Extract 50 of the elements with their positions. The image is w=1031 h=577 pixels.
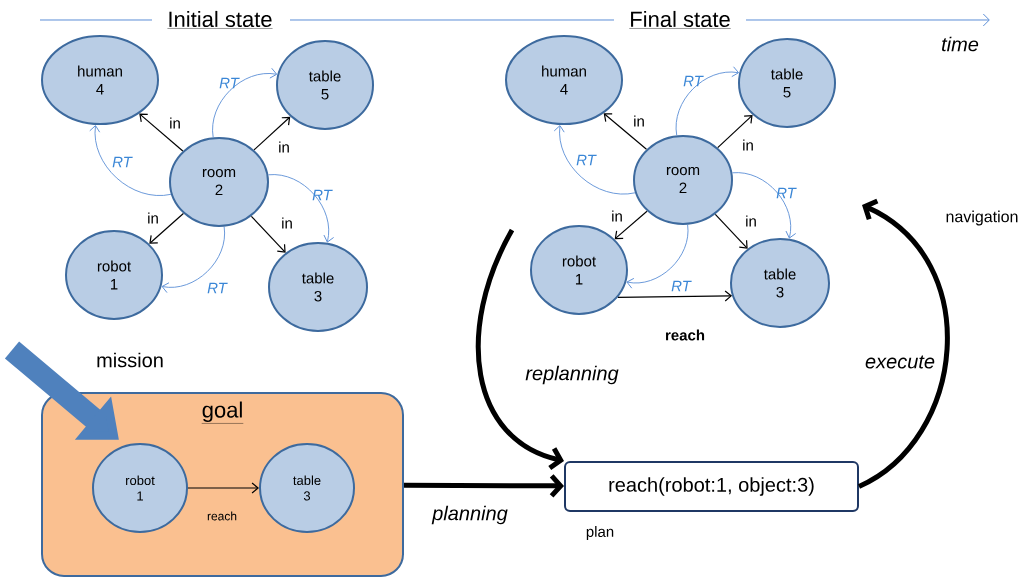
arrow [717, 115, 753, 149]
note-label: navigation [946, 210, 1018, 226]
edge-label: in [279, 141, 289, 153]
arrow [149, 212, 184, 244]
arrow [250, 215, 286, 253]
arrow [139, 113, 184, 152]
edge-label: RT [683, 75, 704, 87]
relation-arrow [212, 67, 278, 138]
arrow [253, 116, 291, 151]
relation-arrow [267, 174, 335, 243]
section-heading: Initial state [167, 10, 273, 29]
edge-label: planning [431, 505, 508, 525]
edge-label: reach [666, 329, 705, 341]
arrow [603, 113, 648, 150]
arrow [617, 290, 733, 302]
plan-box: reach(robot:1, object:3) [564, 461, 859, 512]
arrow [475, 228, 564, 471]
arrow [714, 213, 748, 249]
edge-label: reach [207, 511, 237, 521]
edge-label: RT [671, 280, 692, 292]
edge-label: mission [97, 352, 163, 368]
relation-arrow [89, 125, 172, 196]
edge-label: in [282, 217, 292, 229]
axis-label: time [942, 36, 979, 52]
block-arrow [4, 341, 119, 440]
edge-label: RT [112, 156, 133, 168]
relation-arrow [161, 226, 226, 294]
edge-label: in [148, 212, 158, 224]
arrow [857, 198, 950, 489]
edge-label: RT [207, 282, 228, 294]
arrow [187, 482, 259, 494]
relation-arrow [553, 125, 636, 195]
edge-label: in [746, 215, 756, 227]
relation-arrow [675, 66, 740, 136]
edge-label: in [743, 139, 753, 151]
edge-label: RT [576, 154, 597, 166]
edge-label: in [170, 117, 180, 129]
arrow [404, 474, 564, 498]
edge-label: execute [865, 355, 935, 369]
section-heading: Final state [629, 10, 731, 29]
arrow [614, 210, 648, 240]
plan-caption: plan [586, 526, 614, 540]
edge-label: RT [219, 77, 240, 89]
edge-label: replanning [525, 365, 619, 385]
edge-label: in [612, 210, 622, 222]
edge-label: RT [312, 189, 333, 201]
relation-arrow [626, 224, 689, 289]
edge-label: in [634, 115, 644, 127]
edge-label: RT [776, 187, 797, 199]
relation-arrow [731, 172, 797, 239]
